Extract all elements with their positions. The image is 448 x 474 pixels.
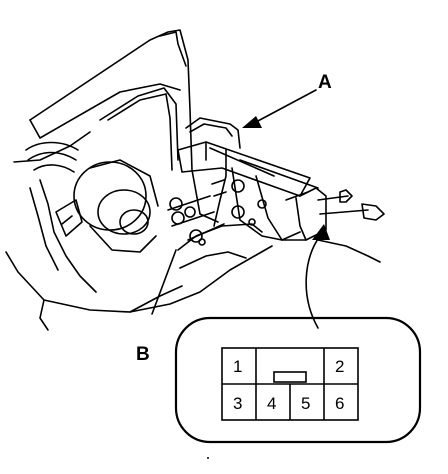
callout-label-a: A: [318, 72, 332, 93]
mounting-bolts: [167, 195, 225, 246]
callout-a-arrowhead: [242, 116, 262, 128]
dashboard-panel: [5, 29, 273, 331]
pin-label: 2: [335, 357, 344, 376]
pin-label: 4: [267, 394, 276, 413]
pin-label: 1: [233, 357, 242, 376]
steering-column-hardware: [25, 141, 159, 293]
pin-label: 3: [233, 394, 242, 413]
connector-latch: [273, 371, 307, 383]
connector-detail: [174, 316, 422, 444]
screws: [317, 189, 385, 221]
detail-arrowhead: [312, 224, 330, 240]
speck: [207, 457, 209, 459]
leader-lines: [151, 89, 381, 315]
detail-arrow: [305, 235, 321, 329]
switch-unit: [177, 117, 327, 241]
connector-outer-shell: [174, 316, 422, 444]
callout-label-b: B: [136, 344, 150, 365]
pin-label: 6: [335, 394, 344, 413]
pin-label: 5: [301, 394, 310, 413]
